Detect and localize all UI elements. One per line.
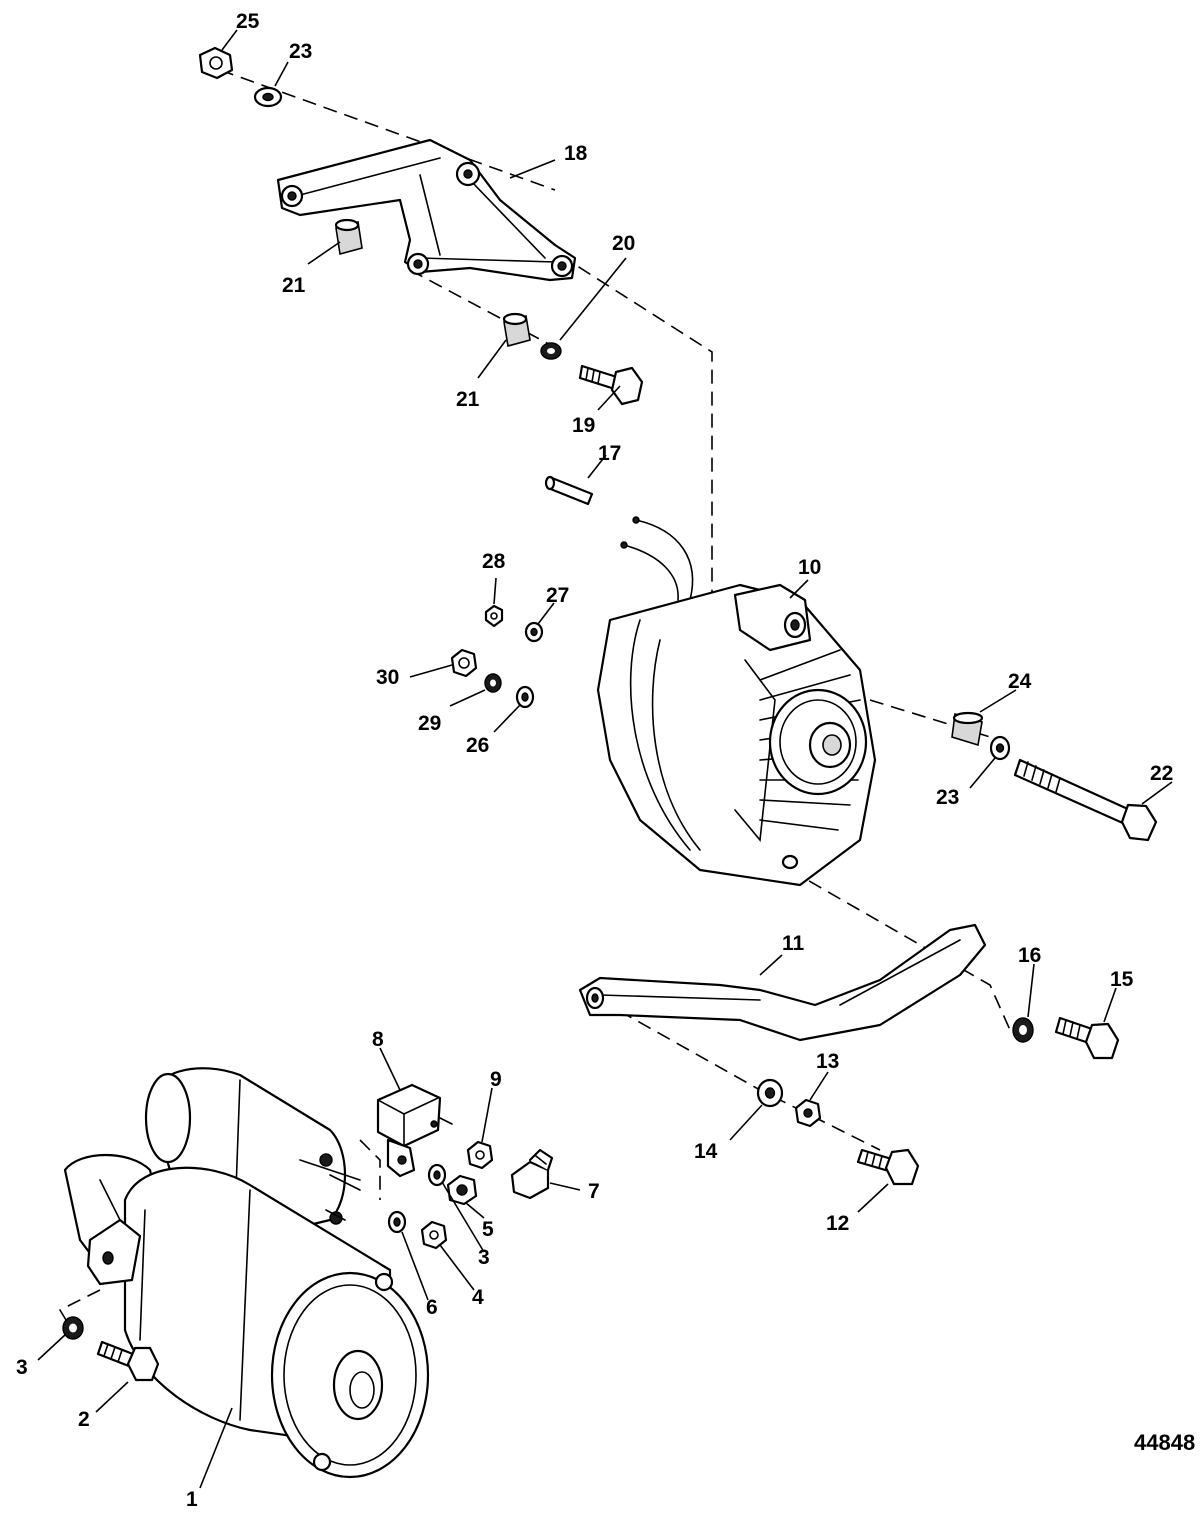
part-10-alternator [596, 516, 877, 887]
figure-number: 44848 [1134, 1430, 1195, 1455]
callout-14: 14 [694, 1140, 718, 1163]
callout-10: 10 [798, 556, 821, 579]
part-5-nut [446, 1174, 478, 1206]
part-2-bolt [96, 1340, 160, 1382]
part-30-nut [450, 648, 478, 678]
callout-21-upper: 21 [282, 274, 306, 297]
part-22-long-bolt [1013, 758, 1158, 842]
callout-19: 19 [572, 414, 595, 437]
part-4-nut [420, 1220, 448, 1250]
part-20-washer [540, 342, 562, 360]
callout-27: 27 [546, 584, 569, 607]
callout-7: 7 [588, 1180, 600, 1203]
part-9-nut [466, 1140, 494, 1170]
part-7-terminal-boot [510, 1148, 554, 1200]
part-11-adjusting-brace [578, 923, 987, 1042]
callout-28: 28 [482, 550, 506, 573]
callout-11: 11 [782, 932, 805, 955]
callout-5: 5 [482, 1218, 494, 1241]
part-1-starter-motor [63, 1067, 430, 1479]
callout-1: 1 [186, 1488, 198, 1511]
callout-9: 9 [490, 1068, 502, 1091]
callout-26: 26 [466, 734, 489, 757]
part-27-washer [524, 621, 544, 643]
callout-16: 16 [1018, 944, 1041, 967]
part-19-bolt [578, 364, 644, 406]
part-21-spacer-lower [502, 312, 531, 348]
part-13-nut [794, 1098, 822, 1128]
callout-15: 15 [1110, 968, 1134, 991]
callout-6: 6 [426, 1296, 438, 1319]
part-25-nut [198, 46, 234, 80]
part-21-spacer-upper [334, 218, 363, 256]
part-16-washer [1012, 1017, 1034, 1043]
part-3-washer-middle [427, 1163, 447, 1187]
callout-numbers: 25 23 18 21 20 21 19 17 10 28 27 30 29 2… [16, 10, 1173, 1511]
part-26-washer [515, 685, 535, 709]
callout-3-middle: 3 [478, 1246, 490, 1269]
part-28-nut [484, 604, 504, 628]
callout-25: 25 [236, 10, 260, 33]
leader-lines [37, 29, 1173, 1489]
callout-3-lower: 3 [16, 1356, 28, 1379]
part-23-washer-right [989, 735, 1011, 761]
part-8-terminal-block [376, 1083, 453, 1178]
callout-4: 4 [472, 1286, 484, 1309]
callout-23-top: 23 [289, 40, 312, 63]
callout-12: 12 [826, 1212, 849, 1235]
part-18-mounting-bracket [276, 138, 577, 282]
part-6-washer [387, 1210, 407, 1234]
callout-24: 24 [1008, 670, 1032, 693]
part-14-washer [756, 1078, 784, 1108]
part-17-dowel-pin [544, 475, 594, 506]
callout-20: 20 [612, 232, 635, 255]
part-23-washer-top [253, 86, 283, 108]
part-3-washer-lower [62, 1316, 84, 1340]
part-12-bolt [856, 1148, 920, 1186]
callout-23-right: 23 [936, 786, 959, 809]
callout-18: 18 [564, 142, 588, 165]
part-24-spacer [951, 711, 984, 747]
callout-29: 29 [418, 712, 441, 735]
part-29-washer [484, 673, 502, 693]
callout-8: 8 [372, 1028, 384, 1051]
callout-13: 13 [816, 1050, 839, 1073]
callout-22: 22 [1150, 762, 1173, 785]
part-15-bolt [1054, 1016, 1120, 1060]
callout-2: 2 [78, 1408, 90, 1431]
callout-17: 17 [598, 442, 621, 465]
callout-30: 30 [376, 666, 399, 689]
callout-21-lower: 21 [456, 388, 480, 411]
